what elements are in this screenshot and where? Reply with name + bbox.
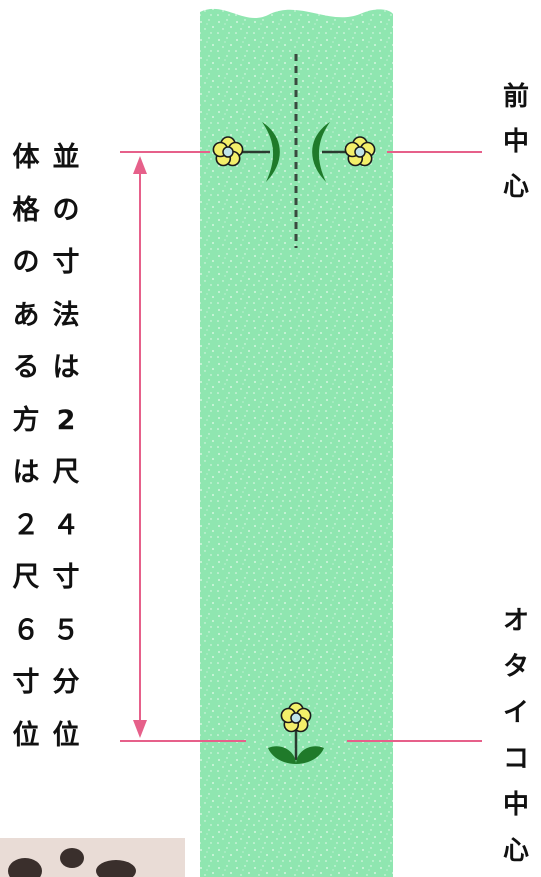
char: 位 bbox=[52, 719, 80, 751]
char: 並 bbox=[52, 142, 80, 173]
char: 寸 bbox=[52, 562, 80, 593]
leaf-left-icon bbox=[262, 122, 280, 182]
char: ６ bbox=[12, 614, 40, 646]
leaf-right-icon bbox=[312, 122, 330, 182]
char: は bbox=[12, 457, 40, 488]
char: 中 bbox=[502, 127, 529, 157]
char: の bbox=[52, 194, 80, 226]
leaf-bottom-right-icon bbox=[296, 746, 324, 764]
char: あ bbox=[12, 299, 40, 331]
char: 中 bbox=[502, 790, 529, 820]
char: タ bbox=[502, 652, 529, 682]
char: 位 bbox=[12, 719, 40, 751]
char: 寸 bbox=[12, 667, 40, 698]
char: オ bbox=[502, 606, 529, 636]
char: 前 bbox=[502, 82, 529, 112]
arrow-up-icon bbox=[133, 156, 147, 174]
char: 2 bbox=[56, 404, 76, 436]
label-front-center: 前 中 心 bbox=[500, 75, 532, 210]
char: は bbox=[52, 352, 80, 383]
char: イ bbox=[502, 698, 529, 728]
flower-right-group bbox=[312, 122, 376, 182]
char: コ bbox=[502, 744, 529, 774]
char: 分 bbox=[52, 667, 80, 698]
char: 尺 bbox=[12, 562, 40, 593]
flower-left-group bbox=[212, 122, 280, 182]
char: ５ bbox=[52, 614, 80, 646]
char: 格 bbox=[12, 194, 40, 226]
char: ４ bbox=[52, 509, 80, 541]
flower-bottom-group bbox=[268, 702, 324, 764]
char: ２ bbox=[12, 509, 40, 541]
leaf-bottom-left-icon bbox=[268, 746, 296, 764]
label-otaiko-center: オ タ イ コ 中 心 bbox=[500, 598, 532, 874]
char: の bbox=[12, 247, 40, 278]
char: 法 bbox=[52, 299, 80, 331]
label-column-left-1: 体 格 の あ る 方 は ２ 尺 ６ 寸 位 bbox=[10, 132, 42, 762]
fabric-band bbox=[200, 8, 393, 877]
char: 方 bbox=[12, 404, 40, 436]
char: る bbox=[12, 352, 40, 383]
char: 寸 bbox=[52, 247, 80, 278]
arrow-down-icon bbox=[133, 720, 147, 738]
photo-fragment bbox=[0, 838, 185, 877]
char: 心 bbox=[502, 836, 529, 866]
char: 尺 bbox=[52, 457, 80, 488]
char: 心 bbox=[502, 172, 529, 202]
label-column-left-2: 並 の 寸 法 は 2 尺 ４ 寸 ５ 分 位 bbox=[50, 132, 82, 762]
char: 体 bbox=[12, 142, 40, 173]
